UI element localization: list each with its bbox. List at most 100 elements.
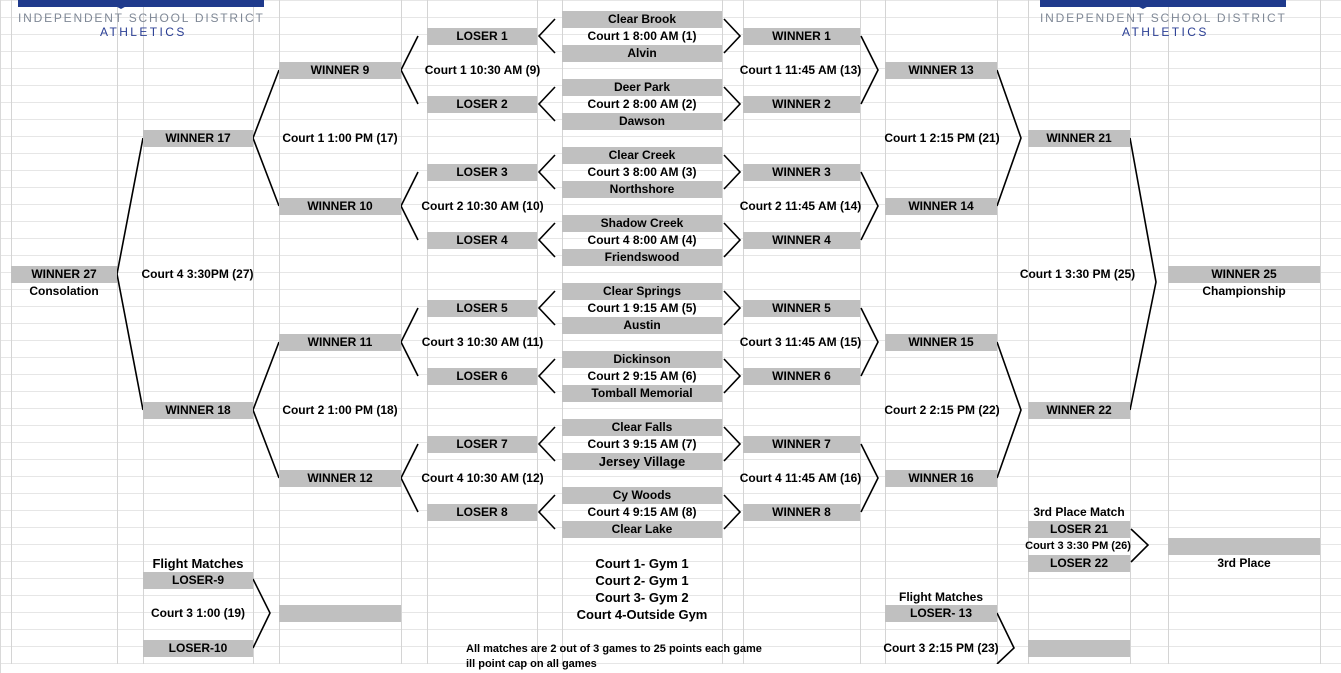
- match-time: Court 4 9:15 AM (8): [587, 505, 697, 519]
- team-cell: Clear Springs: [562, 283, 722, 300]
- team-cell: Northshore: [562, 181, 722, 198]
- winner-cell: WINNER 27: [11, 266, 117, 283]
- winner-cell: WINNER 12: [279, 470, 401, 487]
- winner-cell: WINNER 16: [885, 470, 997, 487]
- match-time: Court 3 9:15 AM (7): [587, 437, 697, 451]
- grid-column-line: [143, 0, 144, 664]
- winner-cell: WINNER 13: [885, 62, 997, 79]
- team-cell: Shadow Creek: [562, 215, 722, 232]
- bracket-connector: [400, 307, 419, 377]
- team-cell: Deer Park: [562, 79, 722, 96]
- match-time: Court 3 3:30 PM (26): [1025, 540, 1131, 552]
- loser-cell: LOSER-9: [143, 572, 253, 589]
- team-cell: Clear Lake: [562, 521, 722, 538]
- match-time: Court 1 3:30 PM (25): [1019, 267, 1136, 281]
- winner-cell: WINNER 9: [279, 62, 401, 79]
- grid-column-line: [11, 0, 12, 664]
- loser-cell: LOSER 5: [427, 300, 537, 317]
- court-legend-item: Court 1- Gym 1: [595, 556, 689, 571]
- bracket-connector: [537, 18, 556, 54]
- star-icon: [1126, 0, 1160, 9]
- bracket-connector: [996, 69, 1022, 207]
- match-time: Court 2 11:45 AM (14): [739, 199, 862, 213]
- court-legend-item: Court 4-Outside Gym: [576, 607, 708, 622]
- grid-column-line: [997, 0, 998, 664]
- bracket-connector: [723, 86, 742, 122]
- grid-column-line: [885, 0, 886, 664]
- match-time: Court 1 1:00 PM (17): [282, 131, 398, 145]
- grid-column-line: [1168, 0, 1169, 664]
- rules-note: ill point cap on all games: [466, 658, 597, 670]
- match-time: Court 1 11:45 AM (13): [739, 63, 862, 77]
- winner-cell: WINNER 2: [743, 96, 860, 113]
- bracket-connector: [537, 222, 556, 258]
- bracket-connector: [537, 494, 556, 530]
- loser-cell: LOSER- 13: [885, 605, 997, 622]
- team-cell: Friendswood: [562, 249, 722, 266]
- team-cell: Alvin: [562, 45, 722, 62]
- team-cell: Clear Brook: [562, 11, 722, 28]
- grid-column-line: [117, 0, 118, 664]
- winner-cell: WINNER 8: [743, 504, 860, 521]
- bracket-connector: [537, 290, 556, 326]
- bracket-connector: [400, 443, 419, 513]
- match-time: Court 4 3:30PM (27): [141, 267, 254, 281]
- logo-district-text: INDEPENDENT SCHOOL DISTRICT: [18, 11, 265, 25]
- grid-column-line: [1028, 0, 1029, 664]
- match-time: Court 1 9:15 AM (5): [587, 301, 697, 315]
- match-time: Court 4 11:45 AM (16): [739, 471, 862, 485]
- team-cell: Dickinson: [562, 351, 722, 368]
- star-icon: [104, 0, 138, 9]
- third-place-label: 3rd Place: [1217, 556, 1271, 570]
- grid-column-line: [1130, 0, 1131, 664]
- winner-cell: WINNER 25: [1168, 266, 1320, 283]
- logo-bar: [18, 0, 264, 7]
- grid-column-line: [401, 0, 402, 664]
- bracket-connector: [860, 443, 879, 513]
- bracket-connector: [537, 358, 556, 394]
- loser-cell: LOSER 3: [427, 164, 537, 181]
- winner-cell: WINNER 6: [743, 368, 860, 385]
- bracket-connector: [537, 86, 556, 122]
- winner-cell: WINNER 5: [743, 300, 860, 317]
- flight-winner-cell: [1028, 640, 1130, 657]
- bracket-connector: [400, 171, 419, 241]
- bracket-connector: [723, 494, 742, 530]
- match-time: Court 4 10:30 AM (12): [421, 471, 544, 485]
- team-cell: Jersey Village: [562, 453, 722, 470]
- grid-column-line: [860, 0, 861, 664]
- winner-cell: WINNER 17: [143, 130, 253, 147]
- match-time: Court 1 8:00 AM (1): [587, 29, 697, 43]
- rules-note: All matches are 2 out of 3 games to 25 p…: [466, 643, 762, 655]
- bracket-connector: [996, 612, 1015, 664]
- bracket-connector: [723, 18, 742, 54]
- bracket-connector: [860, 171, 879, 241]
- grid-column-line: [253, 0, 254, 664]
- logo-athletics-text: ATHLETICS: [1122, 25, 1209, 39]
- bracket-connector: [252, 578, 271, 649]
- loser-cell: LOSER 21: [1028, 521, 1130, 538]
- grid-column-line: [279, 0, 280, 664]
- match-time: Court 2 1:00 PM (18): [282, 403, 398, 417]
- bracket-connector: [723, 290, 742, 326]
- winner-cell: WINNER 10: [279, 198, 401, 215]
- consolation-label: Consolation: [29, 284, 99, 298]
- winner-cell: WINNER 11: [279, 334, 401, 351]
- match-time: Court 3 2:15 PM (23): [883, 641, 999, 655]
- match-time: Court 2 9:15 AM (6): [587, 369, 697, 383]
- match-time: Court 1 10:30 AM (9): [424, 63, 541, 77]
- loser-cell: LOSER 8: [427, 504, 537, 521]
- team-cell: Dawson: [562, 113, 722, 130]
- bracket-connector: [537, 154, 556, 190]
- logo-district-text: INDEPENDENT SCHOOL DISTRICT: [1040, 11, 1287, 25]
- court-legend-item: Court 2- Gym 1: [595, 573, 689, 588]
- court-legend-item: Court 3- Gym 2: [595, 590, 689, 605]
- team-cell: Clear Falls: [562, 419, 722, 436]
- team-cell: Clear Creek: [562, 147, 722, 164]
- bracket-connector: [252, 69, 280, 207]
- winner-cell: WINNER 4: [743, 232, 860, 249]
- grid-column-line: [537, 0, 538, 664]
- grid-column-line: [1320, 0, 1321, 664]
- loser-cell: LOSER 1: [427, 28, 537, 45]
